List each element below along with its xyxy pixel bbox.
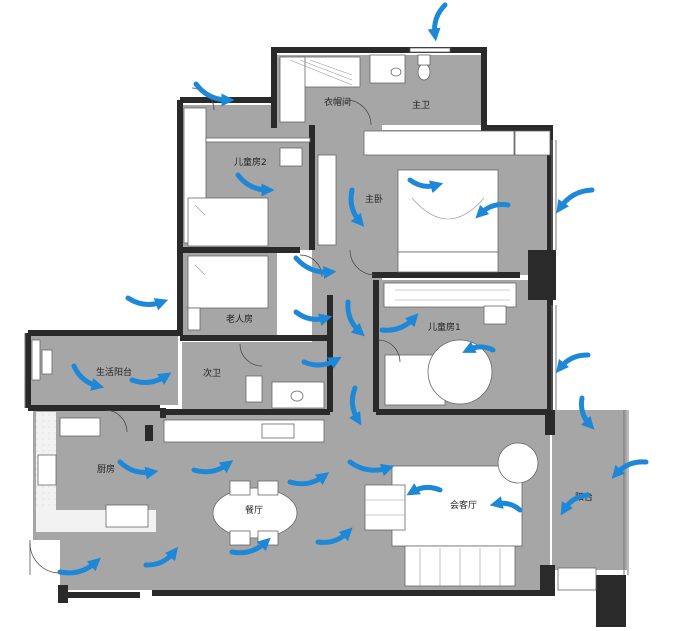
- airflow-arrow-icon: [347, 459, 395, 477]
- airflow-arrow-icon: [345, 299, 365, 337]
- airflow-arrow-icon: [301, 356, 342, 369]
- windows: [24, 140, 629, 575]
- airflow-arrow-icon: [560, 492, 591, 516]
- airflow-arrow-icon: [117, 459, 159, 480]
- wall-blocks: [58, 250, 626, 627]
- airflow-arrow-icon: [125, 295, 169, 311]
- airflow-arrow-icon: [427, 2, 448, 42]
- airflow-arrow-icon: [229, 537, 271, 556]
- label-master-bedroom: 主卧: [365, 193, 383, 205]
- label-elder-room: 老人房: [226, 313, 253, 325]
- airflow-arrow-icon: [489, 496, 523, 513]
- airflow-arrow-icon: [407, 177, 444, 194]
- airflow-arrow-icon: [57, 557, 101, 576]
- airflow-arrow-icon: [611, 459, 649, 479]
- airflow-arrow-icon: [348, 187, 365, 227]
- airflow-arrow-icon: [235, 172, 275, 197]
- airflow-arrow-icon: [379, 313, 419, 333]
- label-living: 会客厅: [450, 499, 477, 511]
- airflow-arrow-icon: [406, 483, 443, 496]
- room-labels: 衣帽间 主卫 儿童房2 主卧 老人房 儿童房1 生活阳台 次卫 厨房 餐厅 会客…: [96, 96, 593, 516]
- airflow-arrow-icon: [71, 363, 105, 391]
- airflow-arrow-icon: [315, 527, 353, 545]
- airflow-arrow-icon: [293, 255, 337, 279]
- label-second-bath: 次卫: [203, 367, 221, 379]
- airflow-arrow-icon: [462, 341, 496, 353]
- label-master-bath: 主卫: [412, 99, 430, 111]
- airflow-arrow-icon: [349, 385, 362, 426]
- airflow-arrow-icon: [129, 372, 172, 385]
- label-kids-room-1: 儿童房1: [428, 321, 461, 333]
- airflow-arrow-icon: [293, 309, 333, 326]
- furniture-details: [194, 59, 510, 586]
- label-dining: 餐厅: [245, 504, 263, 516]
- airflow-arrow-icon: [287, 472, 330, 487]
- airflow-arrows: [57, 2, 649, 576]
- airflow-arrow-icon: [556, 187, 595, 214]
- label-cloakroom: 衣帽间: [324, 96, 351, 108]
- label-service-balcony: 生活阳台: [96, 366, 132, 378]
- furniture: [31, 47, 597, 591]
- airflow-arrow-icon: [191, 460, 234, 475]
- airflow-arrow-icon: [475, 202, 511, 219]
- airflow-arrow-icon: [555, 352, 591, 374]
- airflow-arrow-icon: [193, 81, 235, 107]
- airflow-arrow-icon: [578, 395, 595, 430]
- label-kids-room-2: 儿童房2: [234, 156, 267, 168]
- label-kitchen: 厨房: [97, 463, 115, 475]
- airflow-arrow-icon: [143, 546, 179, 568]
